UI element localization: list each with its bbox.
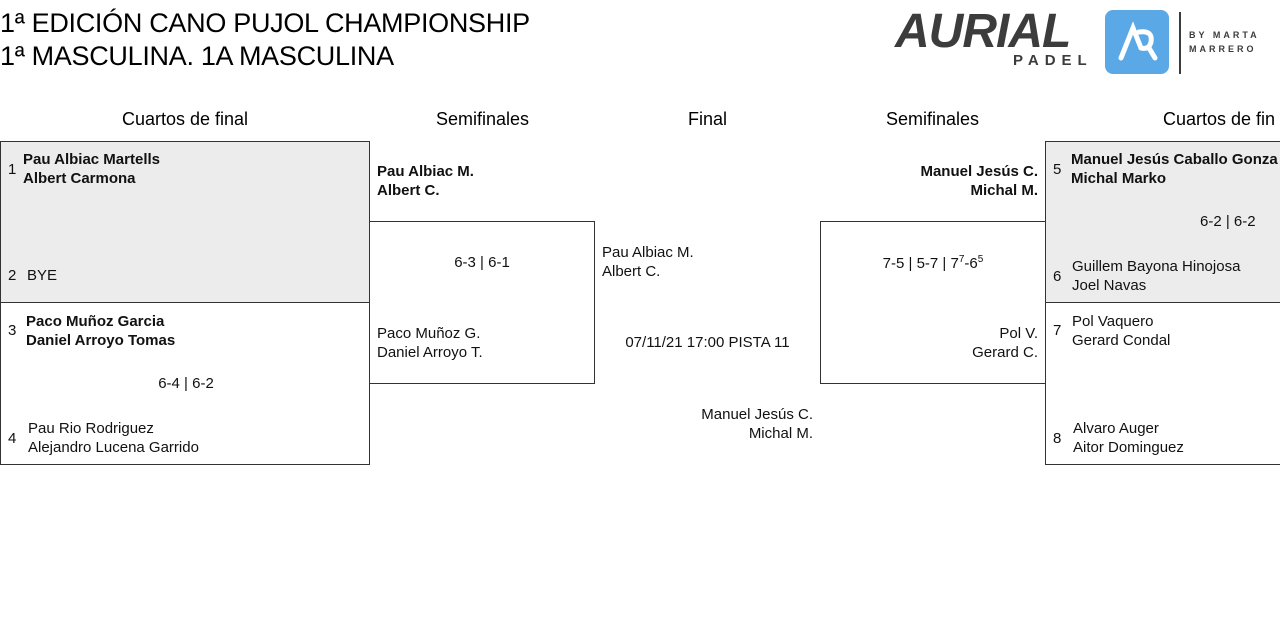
player-name: Paco Muñoz Garcia — [26, 313, 165, 330]
score-part: -6 — [964, 255, 978, 272]
logo-sub: PADEL — [1013, 52, 1093, 69]
seed-number: 4 — [8, 430, 17, 447]
player-name: Daniel Arroyo T. — [377, 344, 483, 361]
player-name: Gerard C. — [972, 344, 1038, 361]
match-box-qf-left-1[interactable]: 1 Pau Albiac Martells Albert Carmona 2 B… — [0, 141, 370, 303]
round-header-sf-right: Semifinales — [885, 109, 980, 129]
player-name: Manuel Jesús C. — [701, 406, 813, 423]
score-part: 7-5 | 5-7 | 7 — [882, 255, 959, 272]
player-name: Pau Albiac M. — [377, 163, 474, 180]
seed-number: 2 — [8, 267, 17, 284]
player-name: Gerard Condal — [1072, 332, 1171, 349]
player-name: Aitor Dominguez — [1073, 439, 1184, 456]
player-name: Pau Albiac Martells — [23, 151, 160, 168]
logo-divider — [1179, 12, 1181, 74]
seed-number: 7 — [1053, 322, 1062, 339]
match-box-qf-right-1[interactable]: 5 Manuel Jesús Caballo Gonza Michal Mark… — [1045, 141, 1280, 303]
player-name: Pol Vaquero — [1072, 313, 1154, 330]
logo-badge-icon — [1105, 10, 1169, 74]
match-box-sf-right[interactable]: 7-5 | 5-7 | 77-65 Pol V. Gerard C. — [820, 221, 1046, 384]
seed-number: 8 — [1053, 430, 1062, 447]
seed-number: 1 — [8, 161, 17, 178]
page-subtitle: 1ª MASCULINA. 1A MASCULINA — [0, 41, 394, 71]
player-name: Pau Albiac M. — [602, 244, 694, 261]
player-name: Manuel Jesús C. — [920, 163, 1038, 180]
seed-number: 3 — [8, 322, 17, 339]
player-name: Daniel Arroyo Tomas — [26, 332, 176, 349]
player-name: Guillem Bayona Hinojosa — [1072, 258, 1241, 275]
aurial-padel-logo: AURIAL PADEL BY MARTA MARRERO — [895, 5, 1280, 76]
tiebreak-score: 5 — [977, 254, 984, 265]
match-score: 6-4 | 6-2 — [158, 375, 214, 392]
tiebreak-score: 7 — [958, 254, 965, 265]
logo-byline-1: BY MARTA — [1189, 30, 1260, 40]
seed-number: 6 — [1053, 268, 1062, 285]
logo-brand: AURIAL — [895, 5, 1071, 58]
player-name: Manuel Jesús Caballo Gonza — [1071, 151, 1278, 168]
player-name: Albert C. — [602, 263, 661, 280]
round-header-final: Final — [687, 109, 727, 129]
player-name: BYE — [27, 267, 58, 284]
player-name: Michal Marko — [1071, 170, 1167, 187]
player-name: Albert Carmona — [23, 170, 136, 187]
player-name: Michal M. — [748, 425, 813, 442]
player-name: Paco Muñoz G. — [377, 325, 481, 342]
player-name: Joel Navas — [1072, 277, 1147, 294]
player-name: Alejandro Lucena Garrido — [28, 439, 199, 456]
player-name: Alvaro Auger — [1073, 420, 1159, 437]
round-header-qf-left: Cuartos de final — [121, 109, 249, 129]
page-title: 1ª EDICIÓN CANO PUJOL CHAMPIONSHIP — [0, 8, 530, 38]
seed-number: 5 — [1053, 161, 1062, 178]
round-header-sf-left: Semifinales — [435, 109, 530, 129]
player-name: Albert C. — [377, 182, 440, 199]
match-score: 7-5 | 5-7 | 77-65 — [821, 254, 1045, 272]
logo-byline-2: MARRERO — [1189, 44, 1257, 54]
player-name: Michal M. — [970, 182, 1038, 199]
final-schedule: 07/11/21 17:00 PISTA 11 — [625, 334, 790, 351]
match-box-qf-left-2[interactable]: 3 Paco Muñoz Garcia Daniel Arroyo Tomas … — [0, 302, 370, 465]
match-score: 6-3 | 6-1 — [454, 254, 510, 271]
round-header-qf-right: Cuartos de fin — [1163, 109, 1276, 129]
player-name: Pau Rio Rodriguez — [28, 420, 154, 437]
match-score: 6-2 | 6-2 — [1200, 213, 1256, 230]
player-name: Pol V. — [999, 325, 1038, 342]
match-box-qf-right-2[interactable]: 7 Pol Vaquero Gerard Condal 8 Alvaro Aug… — [1045, 302, 1280, 465]
match-box-sf-left[interactable]: 6-3 | 6-1 Paco Muñoz G. Daniel Arroyo T. — [369, 221, 595, 384]
